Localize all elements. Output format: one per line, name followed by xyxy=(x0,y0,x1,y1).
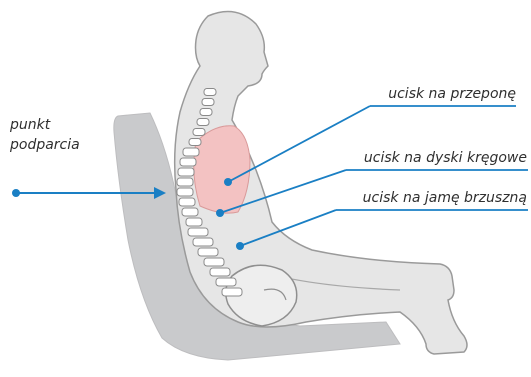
vertebra xyxy=(198,248,218,256)
vertebra xyxy=(179,198,195,206)
vertebra xyxy=(202,99,214,106)
lungs xyxy=(194,126,250,213)
support-point-label-line2: podparcia xyxy=(10,137,80,154)
abdomen-label: ucisk na jamę brzuszną xyxy=(363,190,527,207)
vertebra xyxy=(186,218,202,226)
support-point-label-line1: punkt xyxy=(10,117,50,134)
vertebra xyxy=(210,268,230,276)
diaphragm-label: ucisk na przeponę xyxy=(388,86,516,103)
vertebra xyxy=(204,258,224,266)
vertebra xyxy=(200,109,212,116)
support-arrow-dot xyxy=(12,189,20,197)
abdomen-pointer-dot xyxy=(236,242,244,250)
vertebra xyxy=(177,188,193,196)
vertebra xyxy=(182,208,198,216)
diaphragm-pointer-dot xyxy=(224,178,232,186)
vertebra xyxy=(188,228,208,236)
discs-pointer-dot xyxy=(216,209,224,217)
vertebra xyxy=(177,178,193,186)
vertebra xyxy=(193,238,213,246)
vertebra xyxy=(197,119,209,126)
vertebra xyxy=(204,89,216,96)
vertebra xyxy=(222,288,242,296)
vertebra xyxy=(178,168,194,176)
vertebra xyxy=(183,148,199,156)
vertebra xyxy=(180,158,196,166)
vertebra xyxy=(189,139,201,146)
vertebra xyxy=(193,129,205,136)
spinal-discs-label: ucisk na dyski kręgowe xyxy=(364,150,527,167)
vertebra xyxy=(216,278,236,286)
